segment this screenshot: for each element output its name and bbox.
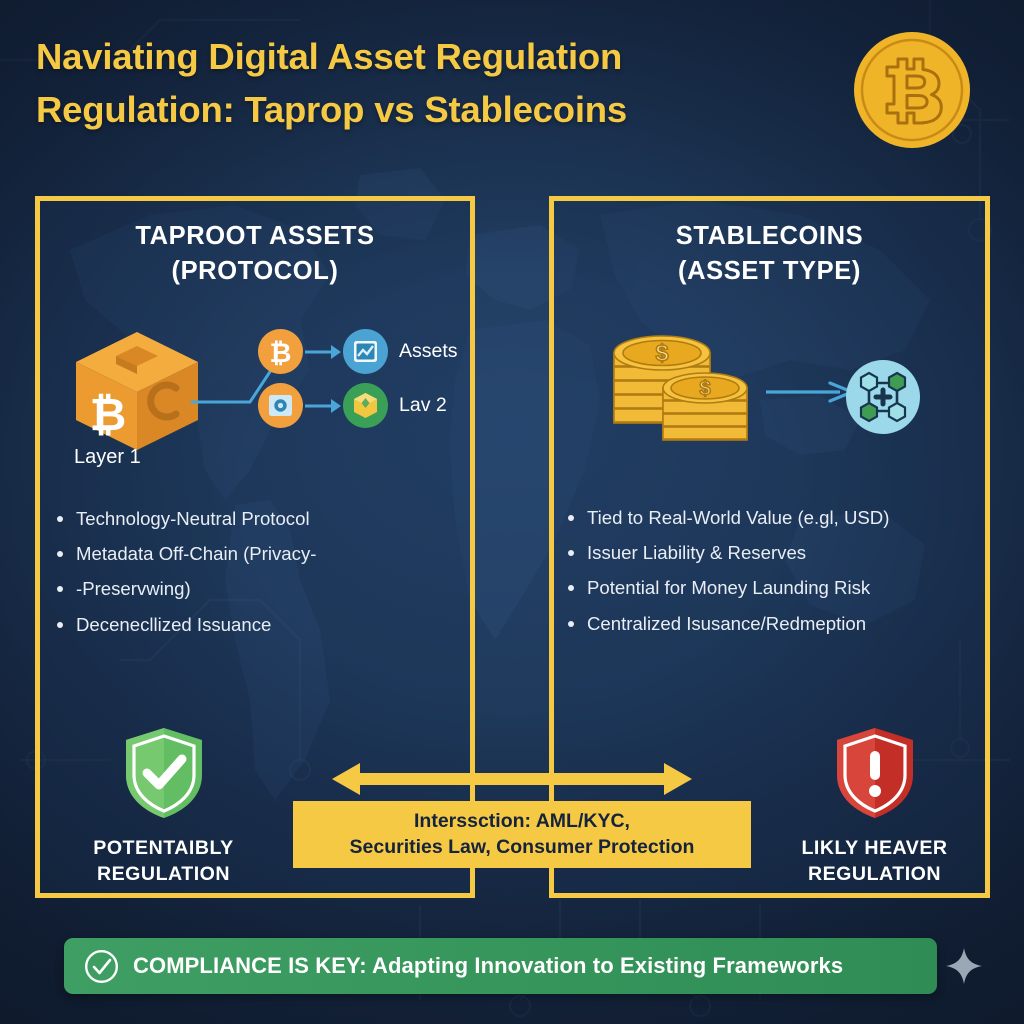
- panel-taproot-title-line-1: TAPROOT ASSETS: [135, 222, 375, 250]
- stablecoins-bullet-list: Tied to Real-World Value (e.gl, USD) Iss…: [566, 506, 986, 647]
- list-item: Decenecllized Issuance: [55, 613, 455, 637]
- taproot-bullet-list: Technology-Neutral Protocol Metadata Off…: [55, 507, 455, 648]
- taproot-verdict-line-1: POTENTAIBLY: [93, 837, 234, 859]
- taproot-verdict: POTENTAIBLY REGULATION: [66, 725, 261, 887]
- bitcoin-circle-icon: ₿: [258, 329, 303, 374]
- intersection-line-1: Interssction: AML/KYC,: [414, 809, 630, 832]
- package-cube-icon: [343, 383, 388, 428]
- vault-circle-icon: [258, 383, 303, 428]
- compliance-text: COMPLIANCE IS KEY: Adapting Innovation t…: [133, 953, 844, 978]
- diagram-row-assets: ₿ Assets: [258, 329, 458, 374]
- panel-taproot-title: TAPROOT ASSETS (PROTOCOL): [40, 219, 470, 289]
- taproot-verdict-line-2: REGULATION: [96, 863, 231, 886]
- list-item: Tied to Real-World Value (e.gl, USD): [566, 506, 986, 530]
- list-item: Centralized Isusance/Redmeption: [566, 612, 986, 636]
- panel-stablecoins-title-line-2: (ASSET TYPE): [678, 257, 861, 286]
- intersection-line-2: Securities Law, Consumer Protection: [349, 835, 695, 858]
- assets-chart-icon: [343, 329, 388, 374]
- bitcoin-cube-icon: ₿: [72, 330, 202, 452]
- stablecoins-verdict-label: LIKLY HEAVER REGULATION: [777, 835, 972, 887]
- svg-text:$: $: [656, 340, 669, 366]
- page-title: Naviating Digital Asset Regulation Regul…: [36, 30, 826, 137]
- diagram-row-assets-label: Assets: [399, 340, 458, 362]
- check-circle-icon: [84, 949, 119, 984]
- taproot-verdict-label: POTENTAIBLY REGULATION: [66, 835, 261, 887]
- stablecoins-verdict-line-2: REGULATION: [807, 863, 942, 886]
- panel-taproot-title-line-2: (PROTOCOL): [171, 257, 339, 286]
- intersection-banner: Interssction: AML/KYC, Securities Law, C…: [293, 801, 751, 868]
- title-line-1: Naviating Digital Asset Regulation: [36, 36, 623, 77]
- shield-check-icon: [120, 725, 208, 821]
- panel-stablecoins-title: STABLECOINS (ASSET TYPE): [554, 219, 985, 289]
- title-line-2: Regulation: Taprop vs Stablecoins: [36, 89, 627, 131]
- list-item-continuation: -Preservwing): [55, 577, 455, 601]
- compliance-banner: COMPLIANCE IS KEY: Adapting Innovation t…: [64, 938, 937, 994]
- arrow-right-icon: [303, 395, 343, 417]
- diagram-row-layer2: Lav 2: [258, 383, 447, 428]
- sparkle-icon: [945, 947, 983, 985]
- bitcoin-coin-icon: [851, 29, 973, 151]
- network-nodes-icon: [846, 360, 920, 434]
- stablecoins-verdict-line-1: LIKLY HEAVER: [801, 837, 948, 859]
- svg-text:₿: ₿: [90, 389, 127, 440]
- arrow-right-icon: [303, 341, 343, 363]
- stablecoins-verdict: LIKLY HEAVER REGULATION: [777, 725, 972, 887]
- shield-alert-icon: [831, 725, 919, 821]
- panel-stablecoins-title-line-1: STABLECOINS: [675, 222, 864, 250]
- svg-text:$: $: [699, 378, 710, 400]
- list-item: Metadata Off-Chain (Privacy-: [55, 542, 455, 566]
- list-item: Issuer Liability & Reserves: [566, 541, 986, 565]
- panel-taproot-assets: TAPROOT ASSETS (PROTOCOL): [35, 196, 475, 898]
- double-arrow-horizontal-icon: [330, 762, 694, 796]
- cube-layer-label: Layer 1: [74, 446, 141, 468]
- diagram-row-layer2-label: Lav 2: [399, 394, 447, 416]
- coin-stack-icon: $ $: [600, 325, 760, 450]
- svg-text:₿: ₿: [269, 338, 291, 368]
- list-item: Technology-Neutral Protocol: [55, 507, 455, 531]
- list-item: Potential for Money Launding Risk: [566, 576, 986, 600]
- arrow-right-icon: [764, 379, 854, 405]
